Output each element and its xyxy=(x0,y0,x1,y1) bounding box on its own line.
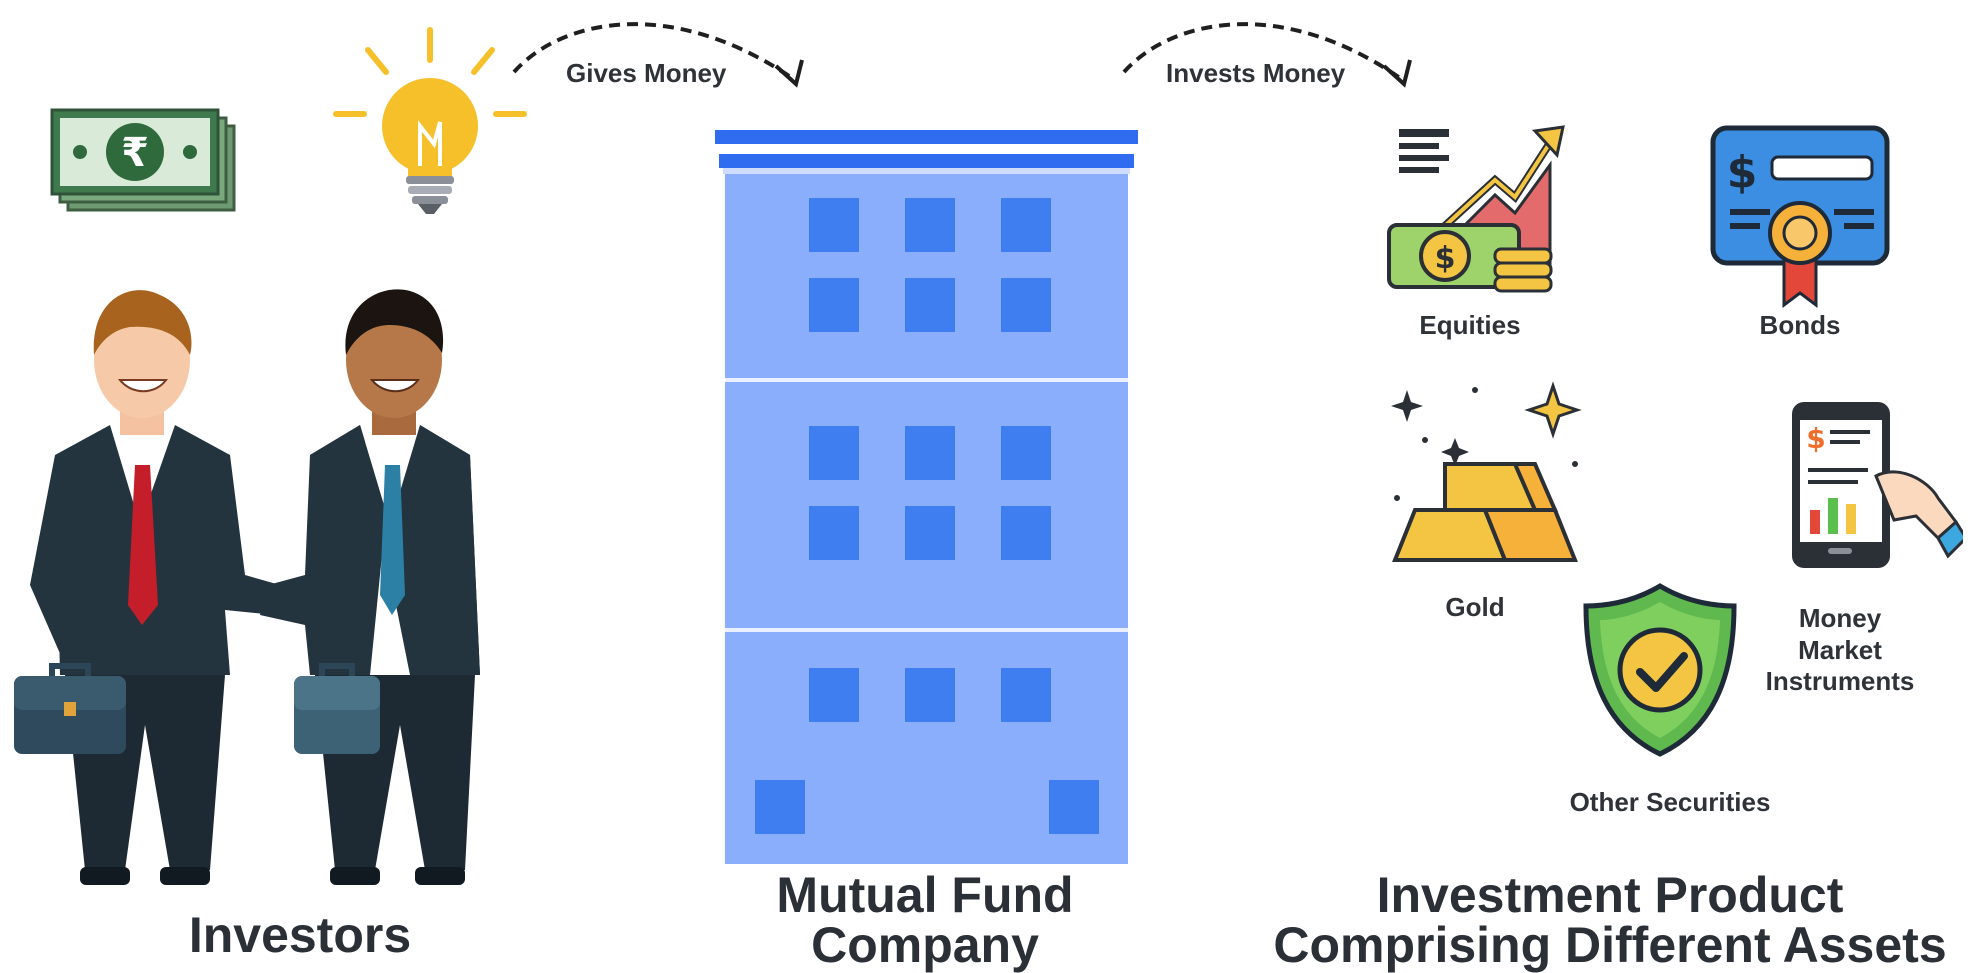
money-market-label-line2: Market xyxy=(1798,635,1882,665)
money-market-phone-icon: $ xyxy=(1792,402,1963,568)
rupee-cash-icon: ₹ xyxy=(50,108,236,212)
invests-money-arrow xyxy=(1122,22,1412,88)
businessmen-handshake-icon xyxy=(30,289,480,885)
lightbulb-icon xyxy=(333,27,527,214)
equities-label: Equities xyxy=(1419,310,1521,340)
bonds-label: Bonds xyxy=(1759,310,1841,340)
other-securities-label: Other Securities xyxy=(1569,787,1771,817)
gives-money-label: Gives Money xyxy=(566,58,727,88)
briefcase-icon xyxy=(14,663,126,754)
invests-money-label: Invests Money xyxy=(1166,58,1346,88)
gold-label: Gold xyxy=(1445,592,1505,622)
investors-title: Investors xyxy=(188,907,412,963)
money-market-label-line1: Money xyxy=(1798,603,1882,633)
investment-product-title-line1: Investment Product xyxy=(1376,867,1844,923)
svg-text:$: $ xyxy=(1727,147,1758,198)
mutual-fund-title-line1: Mutual Fund xyxy=(776,867,1074,923)
investment-product-title-line2: Comprising Different Assets xyxy=(1273,917,1947,973)
briefcase-icon xyxy=(294,663,380,754)
svg-text:$: $ xyxy=(1806,422,1825,455)
mutual-fund-title-line2: Company xyxy=(811,917,1039,973)
gives-money-arrow xyxy=(512,22,804,88)
mutual-fund-building-icon xyxy=(715,130,1138,864)
svg-text:₹: ₹ xyxy=(121,130,149,176)
shield-check-icon xyxy=(1583,583,1737,757)
money-market-label-line3: Instruments xyxy=(1765,666,1915,696)
svg-text:$: $ xyxy=(1435,241,1456,276)
equities-icon: $ xyxy=(1387,125,1565,293)
bonds-certificate-icon: $ xyxy=(1710,125,1890,308)
gold-bars-icon xyxy=(1391,381,1582,562)
